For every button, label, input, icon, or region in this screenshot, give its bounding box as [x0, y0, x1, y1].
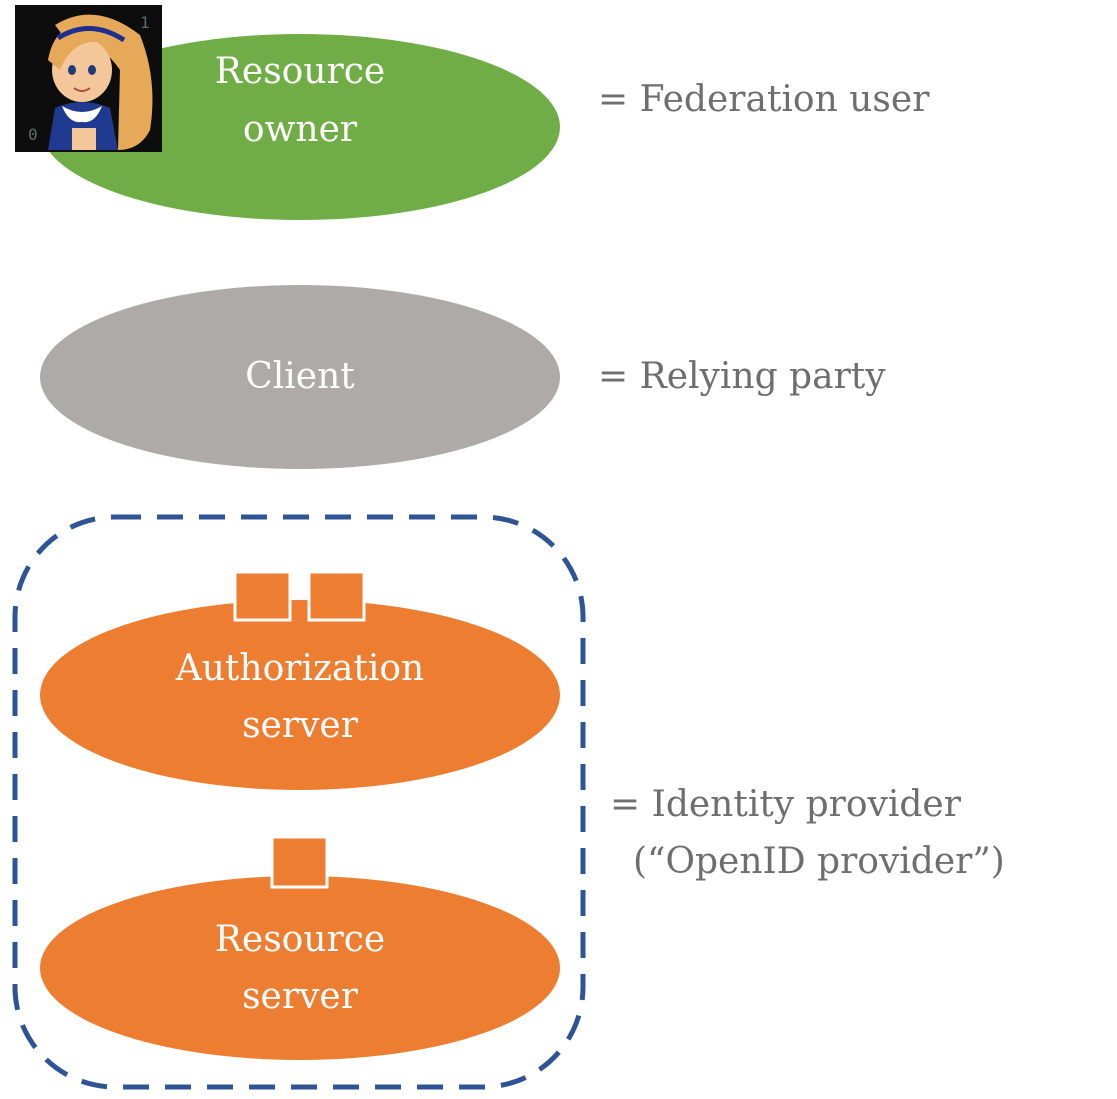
- authorization-server-label-line1: Authorization: [175, 648, 425, 689]
- federation-user-label: = Federation user: [598, 79, 930, 120]
- resource-owner-label-line2: owner: [243, 109, 358, 150]
- authorization-server-node: Authorization server: [40, 570, 560, 790]
- resource-owner-ellipse: [40, 34, 560, 220]
- resource-owner-node: 1 0 0 Resource owner: [15, 5, 560, 220]
- client-label: Client: [245, 356, 355, 397]
- client-ellipse: [40, 285, 560, 469]
- auth-endpoint-square-left: [233, 570, 292, 622]
- relying-party-label: = Relying party: [598, 356, 886, 397]
- svg-text:1: 1: [140, 13, 150, 32]
- identity-provider-label: = Identity provider: [610, 784, 962, 825]
- openid-provider-label: (“OpenID provider”): [633, 841, 1005, 882]
- authorization-server-label-line2: server: [242, 705, 359, 746]
- resource-server-ellipse: [40, 876, 560, 1060]
- auth-endpoint-square-right: [307, 570, 366, 622]
- resource-server-node: Resource server: [40, 835, 560, 1060]
- resource-server-label-line2: server: [242, 976, 359, 1017]
- user-avatar-icon: 1 0 0: [15, 5, 162, 152]
- svg-text:0: 0: [28, 125, 38, 144]
- resource-endpoint-square: [270, 835, 329, 889]
- client-node: Client: [40, 285, 560, 469]
- resource-server-label-line1: Resource: [215, 919, 385, 960]
- authorization-server-ellipse: [40, 600, 560, 790]
- resource-owner-label-line1: Resource: [215, 51, 385, 92]
- identity-provider-dashed-border: [12, 514, 586, 1090]
